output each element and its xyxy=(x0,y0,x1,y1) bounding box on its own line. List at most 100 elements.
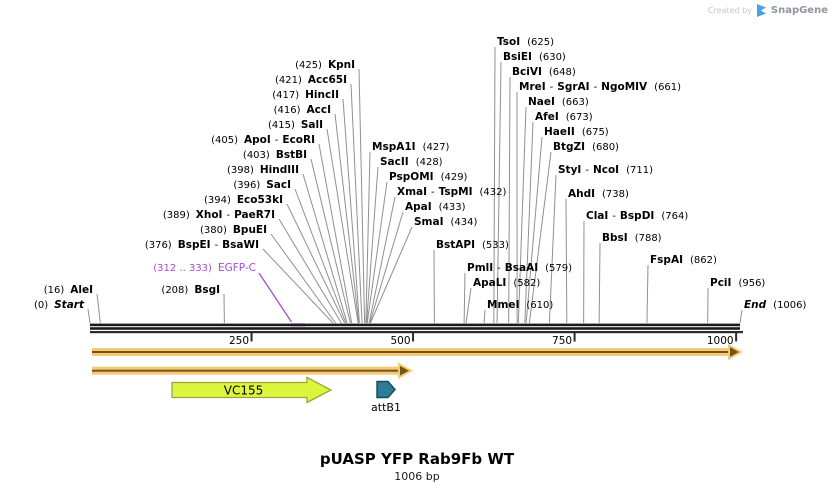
leader-bpuei xyxy=(270,233,336,324)
leader-xhoi-paer7i xyxy=(278,218,342,324)
label-bcivi: BciVI(648) xyxy=(512,66,576,78)
ruler-number-250: 250 xyxy=(229,335,249,347)
leader-eco53ki xyxy=(286,203,346,324)
leader-kpni xyxy=(358,68,366,324)
label-saci: (396)SacI xyxy=(233,179,291,191)
label-pmli-bsaai: PmlI-BsaAI(579) xyxy=(467,262,572,274)
leader-naei xyxy=(517,106,527,324)
leader-pspomi xyxy=(366,181,388,324)
snapgene-logo-icon xyxy=(756,4,766,17)
watermark-created-by: Created by xyxy=(707,6,752,15)
backbone-line-top xyxy=(90,323,740,327)
label-btgzi: BtgZI(680) xyxy=(553,141,619,153)
leader-bstbi xyxy=(310,158,351,324)
label-smai: SmaI(434) xyxy=(414,216,477,228)
label-bstbi: (403)BstBI xyxy=(243,149,307,161)
map-length: 1006 bp xyxy=(394,470,440,483)
label-bpuei: (380)BpuEI xyxy=(200,224,267,236)
label-ahdi: AhdI(738) xyxy=(568,188,629,200)
watermark-brand: SnapGene xyxy=(770,5,828,16)
leader-end xyxy=(739,309,743,324)
leader-pmli-bsaai xyxy=(463,272,466,324)
label-apoi-ecori: (405)ApoI-EcoRI xyxy=(211,134,315,146)
label-hincii: (417)HincII xyxy=(272,89,339,101)
leader-bspei-bsawi xyxy=(262,248,334,324)
label-acc65i: (421)Acc65I xyxy=(275,74,347,86)
ruler-number-1000: 1000 xyxy=(707,335,734,347)
leader-saci xyxy=(294,188,347,324)
label-kpni: (425)KpnI xyxy=(295,59,355,71)
label-apali: ApaLI(582) xyxy=(473,277,540,289)
label-bbsi: BbsI(788) xyxy=(602,232,662,244)
leader-egfp-c xyxy=(258,272,293,323)
label-naei: NaeI(663) xyxy=(528,96,589,108)
leader-smai xyxy=(369,226,413,324)
vc155-arrow: VC155 xyxy=(171,376,333,404)
leader-apai xyxy=(369,211,404,324)
leader-hincii xyxy=(342,98,360,324)
leader-apoi-ecori xyxy=(318,143,353,324)
leader-btgzi xyxy=(528,151,552,324)
leader-tsoi xyxy=(493,46,496,324)
label-pspomi: PspOMI(429) xyxy=(389,171,468,183)
leader-start xyxy=(87,308,91,324)
leader-apali xyxy=(465,287,472,324)
label-xhoi-paer7i: (389)XhoI-PaeR7I xyxy=(163,209,275,221)
label-acci: (416)AccI xyxy=(274,104,331,116)
label-eco53ki: (394)Eco53kI xyxy=(204,194,283,206)
map-title: pUASP YFP Rab9Fb WT xyxy=(319,450,515,468)
leader-styi-ncoi xyxy=(548,174,557,324)
label-mmei: MmeI(610) xyxy=(487,299,553,311)
label-alei: (16)AleI xyxy=(44,284,93,296)
leader-acci xyxy=(334,113,360,324)
backbone-line-bottom xyxy=(90,327,740,330)
label-xmai-tspmi: XmaI-TspMI(432) xyxy=(397,186,507,198)
label-sali: (415)SalI xyxy=(268,119,323,131)
leader-mmei xyxy=(483,309,486,324)
label-afei: AfeI(673) xyxy=(535,111,593,123)
ruler-line xyxy=(90,331,743,334)
label-styi-ncoi: StyI-NcoI(711) xyxy=(558,164,653,176)
label-haeii: HaeII(675) xyxy=(544,126,609,138)
leader-sacii xyxy=(366,166,379,324)
leader-bcivi xyxy=(508,76,511,324)
label-apai: ApaI(433) xyxy=(405,201,466,213)
label-bsiei: BsiEI(630) xyxy=(503,51,566,63)
watermark: Created by SnapGene xyxy=(708,4,828,17)
label-bsgi: (208)BsgI xyxy=(161,284,220,296)
label-mspa1i: MspA1I(427) xyxy=(372,141,450,153)
leader-afei xyxy=(524,121,534,324)
label-mrei-sgrai-ngomiv: MreI-SgrAI-NgoMIV(661) xyxy=(519,81,681,93)
label-clai-bspdi: ClaI-BspDI(764) xyxy=(586,210,688,222)
label-end: End(1006) xyxy=(744,299,807,311)
leader-haeii xyxy=(525,136,543,324)
leader-fspai xyxy=(646,264,649,324)
label-hindiii: (398)HindIII xyxy=(227,164,299,176)
attb1-arrow: attB1 xyxy=(371,380,401,414)
leader-hindiii xyxy=(302,173,348,324)
label-pcii: PciI(956) xyxy=(710,277,765,289)
label-tsoi: TsoI(625) xyxy=(497,36,554,48)
leader-mspa1i xyxy=(365,151,371,324)
label-fspai: FspAI(862) xyxy=(650,254,717,266)
ruler-number-750: 750 xyxy=(552,335,572,347)
label-bspei-bsawi: (376)BspEI-BsaWI xyxy=(145,239,259,251)
label-sacii: SacII(428) xyxy=(380,156,443,168)
orange-arrow-2 xyxy=(92,362,414,379)
leader-xmai-tspmi xyxy=(368,196,396,324)
orange-arrow-1 xyxy=(92,343,744,361)
leader-alei xyxy=(96,293,101,324)
leader-ahdi xyxy=(565,198,568,324)
leader-acc65i xyxy=(350,83,363,324)
label-bstapi: BstAPI(533) xyxy=(436,239,509,251)
ruler-number-500: 500 xyxy=(391,335,411,347)
label-start: (0)Start xyxy=(34,299,85,311)
label-egfp-c: (312 .. 333)EGFP-C xyxy=(153,262,256,274)
leader-sali xyxy=(326,128,359,324)
leader-bbsi xyxy=(598,242,601,324)
attb1-label: attB1 xyxy=(371,401,401,414)
leader-bsiei xyxy=(496,61,502,324)
title-block: pUASP YFP Rab9Fb WT 1006 bp xyxy=(0,450,834,483)
